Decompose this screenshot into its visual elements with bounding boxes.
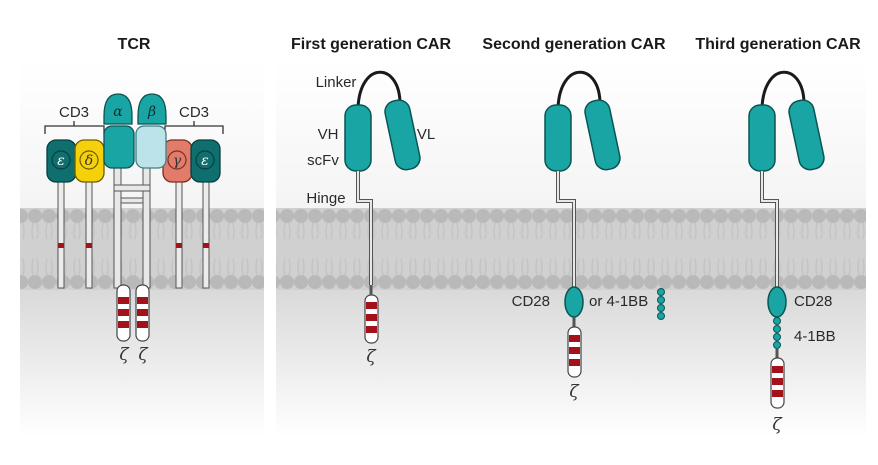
itam-mark: [176, 243, 182, 248]
title-tcr: TCR: [118, 36, 151, 53]
41bb-beads: [657, 288, 665, 320]
cd3-delta-stalk: [85, 179, 93, 289]
linker: [356, 70, 402, 109]
first-zeta-label: ζ: [366, 347, 377, 367]
third-41bb-label: 4-1BB: [794, 328, 836, 345]
zeta-right-label: ζ: [138, 345, 149, 365]
disulfide-bridge: [113, 184, 151, 192]
third-cd28-label: CD28: [794, 293, 832, 310]
cd3-epsilon-left-stalk: [57, 179, 65, 289]
vh-domain: [344, 104, 372, 172]
cd3-delta: δ: [74, 139, 105, 183]
cd28-domain: [564, 286, 584, 318]
tcr-complex: CD3 CD3 ε δ: [44, 93, 224, 365]
tcr-alpha-chain: α: [103, 93, 135, 169]
cd3-right-label: CD3: [179, 104, 209, 121]
hinge-label: Hinge: [306, 190, 345, 207]
linker: [556, 70, 602, 109]
cd3-epsilon-right-stalk: [202, 179, 210, 289]
third-generation-car: ζ CD28 4-1BB: [748, 70, 836, 435]
delta-label: δ: [85, 153, 93, 169]
title-second-generation: Second generation CAR: [482, 36, 666, 53]
epsilon-left-label: ε: [57, 153, 65, 169]
second-zeta-label: ζ: [569, 382, 580, 402]
cd28-domain: [767, 286, 787, 318]
tcr-beta-chain: β: [135, 93, 167, 169]
gamma-label: γ: [173, 153, 182, 169]
vl-domain: [584, 99, 621, 171]
cd3-gamma-stalk: [175, 179, 183, 289]
vl-domain: [384, 99, 421, 171]
vl-domain: [788, 99, 825, 171]
disulfide-bridge: [120, 197, 144, 204]
tcr-zeta-chain-left: [116, 284, 131, 342]
vh-domain: [748, 104, 776, 172]
first-zeta-chain: [364, 294, 379, 344]
tcr-zeta-chain-right: [135, 284, 150, 342]
cd3-left-bracket: [44, 121, 105, 134]
scfv-label: scFv: [307, 152, 339, 169]
third-zeta-label: ζ: [772, 415, 783, 435]
second-zeta-chain: [567, 326, 582, 378]
or-41bb-label: or 4-1BB: [589, 293, 648, 310]
vh-label: VH: [318, 126, 339, 143]
second-cd28-label: CD28: [512, 293, 550, 310]
first-generation-car: ζ Linker VH VL scFv Hinge: [306, 70, 435, 367]
cd3-epsilon-left: ε: [46, 139, 77, 183]
cd3-gamma: γ: [162, 139, 193, 183]
cd3-epsilon-right: ε: [190, 139, 221, 183]
vh-domain: [544, 104, 572, 172]
title-third-generation: Third generation CAR: [695, 36, 861, 53]
epsilon-right-label: ε: [201, 153, 209, 169]
panel-divider: [264, 40, 276, 440]
itam-mark: [203, 243, 209, 248]
beta-label: β: [147, 104, 156, 120]
vl-label: VL: [417, 126, 435, 143]
alpha-label: α: [113, 104, 123, 120]
third-zeta-chain: [770, 357, 785, 409]
zeta-left-label: ζ: [119, 345, 130, 365]
second-generation-car: ζ CD28 or 4-1BB: [512, 70, 665, 402]
linker-label: Linker: [316, 74, 357, 91]
cd3-left-label: CD3: [59, 104, 89, 121]
itam-mark: [86, 243, 92, 248]
linker: [760, 70, 806, 109]
41bb-domain: [773, 317, 781, 349]
title-first-generation: First generation CAR: [291, 36, 451, 53]
itam-mark: [58, 243, 64, 248]
